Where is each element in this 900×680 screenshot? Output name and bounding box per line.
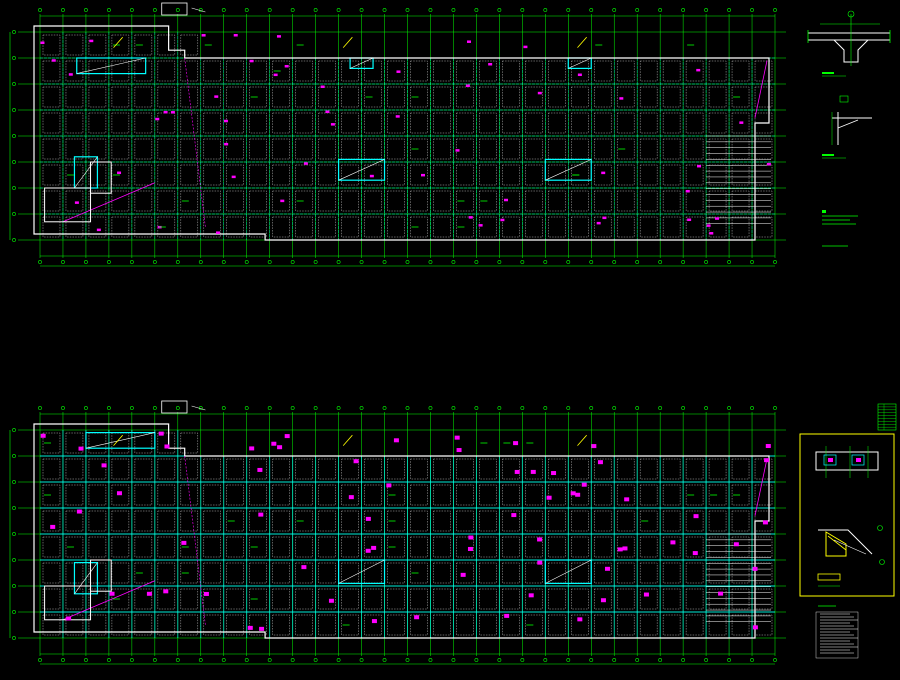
detail-section-2[interactable]	[822, 95, 872, 159]
upper-slab-cells	[42, 34, 773, 238]
lower-notes-list[interactable]	[815, 605, 859, 659]
upper-floor-plan[interactable]	[9, 2, 786, 267]
upper-rebar-marks	[40, 34, 771, 235]
detail-section-1[interactable]	[807, 10, 891, 77]
general-notes-block[interactable]	[822, 210, 858, 247]
lower-floor-plan[interactable]	[9, 400, 786, 665]
upper-building-outline	[33, 2, 770, 241]
detail-frame-lower[interactable]	[799, 433, 895, 597]
lower-rebar-marks	[40, 431, 771, 631]
lower-slab-cells	[42, 432, 773, 636]
legend-table[interactable]	[877, 403, 897, 431]
